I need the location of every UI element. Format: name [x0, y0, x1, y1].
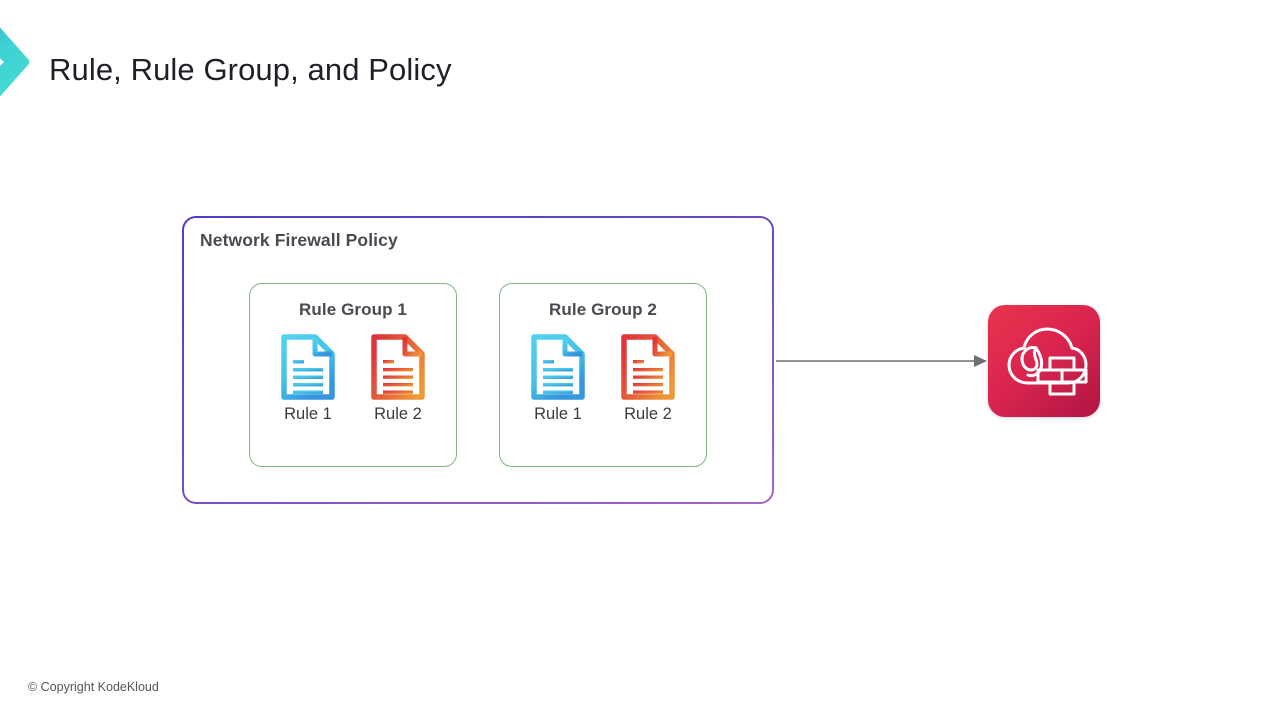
copyright-text: © Copyright KodeKloud: [28, 680, 159, 694]
rule-group-card[interactable]: Rule Group 1: [249, 283, 457, 467]
document-icon: [281, 334, 335, 400]
network-firewall-policy-box: Network Firewall Policy Rule Group 1: [182, 216, 774, 504]
rule-item[interactable]: Rule 2: [363, 334, 433, 424]
arrow-right-icon: [974, 355, 987, 367]
policy-to-firewall-connector: [776, 345, 990, 377]
document-icon: [531, 334, 585, 400]
rule-group-title: Rule Group 2: [549, 300, 657, 319]
rule-label: Rule 2: [624, 405, 672, 423]
rule-label: Rule 2: [374, 405, 422, 423]
rule-item[interactable]: Rule 1: [273, 334, 343, 424]
aws-network-firewall-icon[interactable]: [988, 305, 1100, 417]
rule-item[interactable]: Rule 2: [613, 334, 683, 424]
rule-label: Rule 1: [284, 405, 332, 423]
kodekloud-logo: [0, 12, 32, 112]
rule-list: Rule 1: [523, 334, 683, 424]
rule-item[interactable]: Rule 1: [523, 334, 593, 424]
chevron-right-icon: [0, 27, 30, 97]
policy-title: Network Firewall Policy: [200, 230, 398, 250]
page-title: Rule, Rule Group, and Policy: [49, 52, 452, 87]
rule-group-list: Rule Group 1: [184, 283, 772, 467]
document-icon: [621, 334, 675, 400]
rule-group-card[interactable]: Rule Group 2: [499, 283, 707, 467]
rule-list: Rule 1: [273, 334, 433, 424]
rule-group-title: Rule Group 1: [299, 300, 407, 319]
document-icon: [371, 334, 425, 400]
rule-label: Rule 1: [534, 405, 582, 423]
